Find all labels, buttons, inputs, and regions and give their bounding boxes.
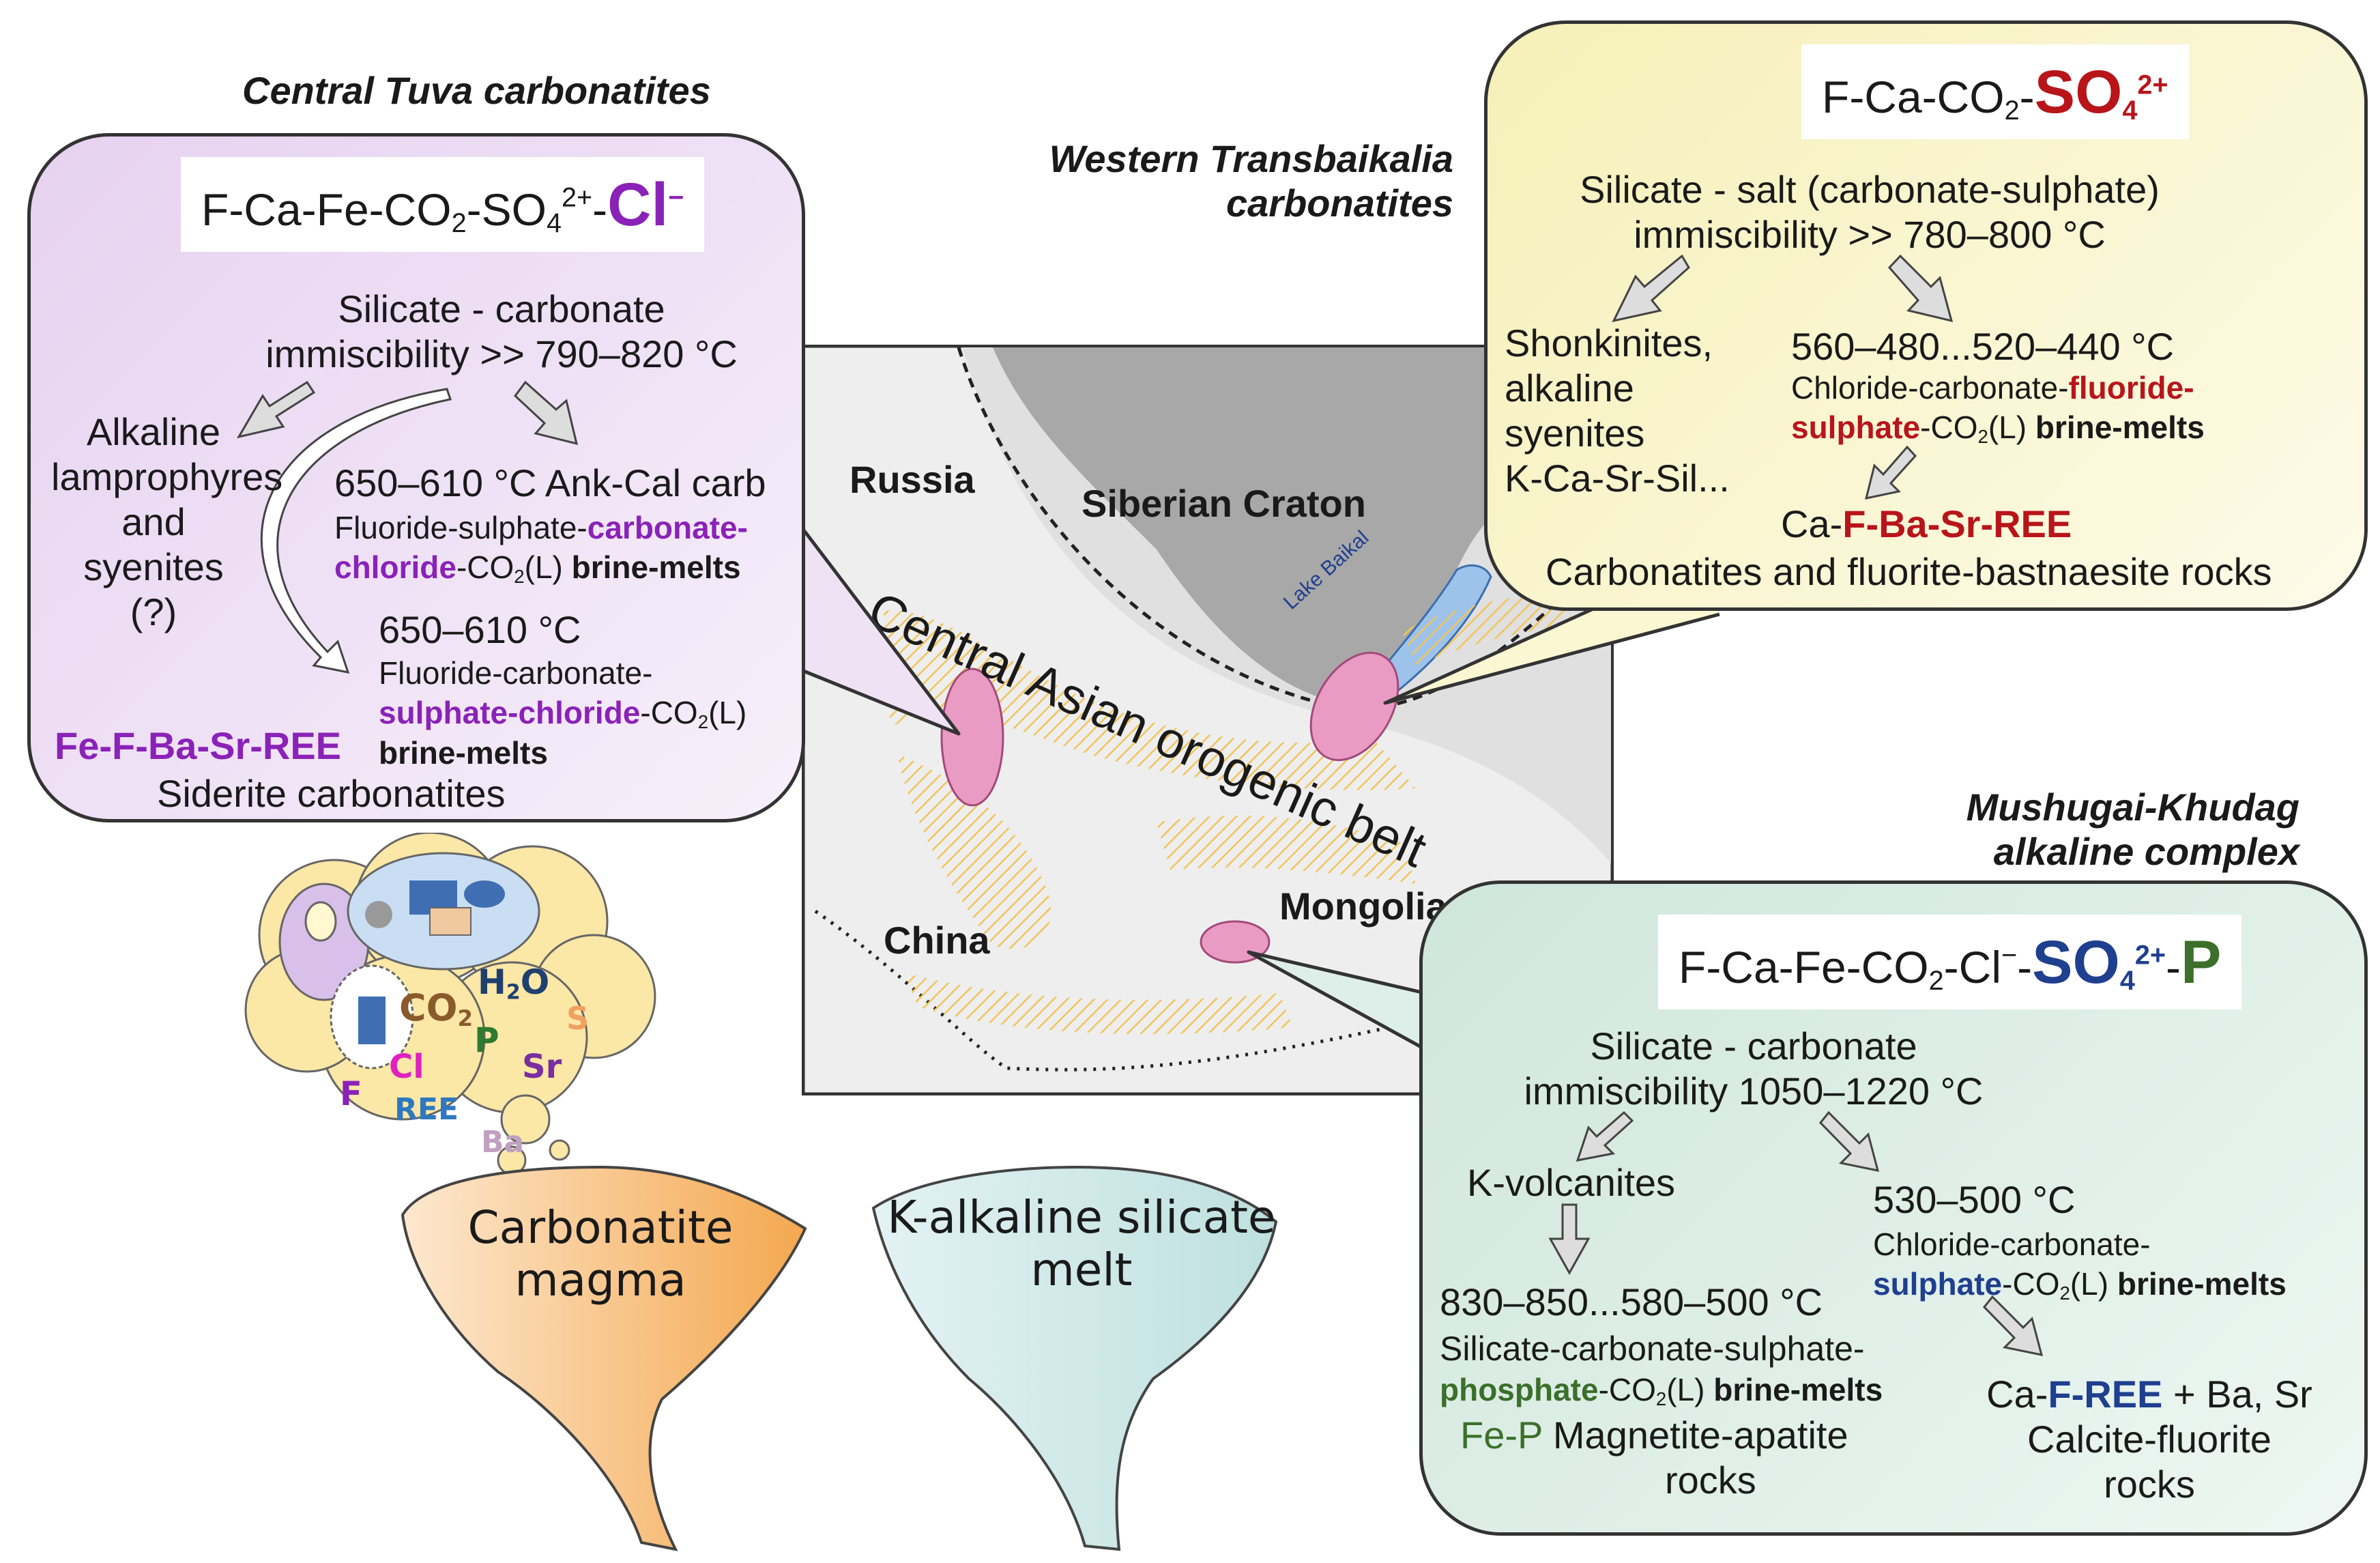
mushugai-left-desc: Silicate-carbonate-sulphate- phosphate-C… [1440,1330,1883,1409]
tuva-mid-desc: Fluoride-sulphate-carbonate- chloride-CO… [334,510,748,587]
label-china: China [884,919,990,962]
tuva-rock: Siderite carbonatites [157,772,506,815]
silicate-melt-label: K-alkaline silicate melt [887,1191,1276,1296]
tuva-left-branch: Alkaline lamprophyres and syenites (?) [51,410,283,634]
transbaikalia-arrow-right [1887,254,1954,323]
bubble-co2: CO2 [399,986,474,1032]
mushugai-title: Mushugai-Khudag alkaline complex [1966,786,2299,873]
bubble-cl: Cl [389,1048,424,1086]
tuva-formula: F-Ca-Fe-CO2-SO42+-Cl− [181,157,705,252]
transbaikalia-elements: Ca-F-Ba-Sr-REE [1781,502,2072,545]
mushugai-right-temp: 530–500 °C [1873,1178,2076,1221]
mushugai-left-rock: Fe-P Magnetite-apatite rocks [1460,1414,1848,1502]
transbaikalia-left-branch: Shonkinites, alkaline syenites K-Ca-Sr-S… [1505,321,1730,500]
tuva-elements: Fe-F-Ba-Sr-REE [55,724,342,767]
transbaikalia-title: Western Transbaikalia carbonatites [1049,137,1453,225]
mushugai-right-desc: Chloride-carbonate- sulphate-CO2(L) brin… [1873,1227,2287,1304]
transbaikalia-right-desc: Chloride-carbonate-fluoride- sulphate-CO… [1791,370,2205,447]
tuva-low-temp: 650–610 °C [379,608,581,651]
tuva-arrow-right [513,380,579,446]
transbaikalia-arrow-left [1612,254,1690,323]
mushugai-arrow-down-right [1982,1295,2044,1356]
tuva-immiscibility: Silicate - carbonate immiscibility >> 79… [265,287,738,376]
siberian-craton-area [993,347,1611,706]
bubble-ba: Ba [481,1125,525,1160]
transbaikalia-right-temp: 560–480...520–440 °C [1791,325,2175,368]
bubble-ree: REE [394,1092,459,1127]
bubble-h2o: H2O [478,962,550,1005]
thought-bubble [244,833,656,1175]
mushugai-arrow-left [1576,1110,1634,1162]
mushugai-formula: F-Ca-Fe-CO2-Cl−-SO42+-P [1658,915,2242,1009]
mushugai-arrow-down-left [1548,1203,1591,1276]
belt-hatch-4 [904,973,1293,1034]
mushugai-right-rock: Ca-F-REE + Ba, Sr Calcite-fluorite rocks [1986,1373,2312,1506]
china-boundary [814,909,1612,1072]
label-siberian-craton: Siberian Craton [1082,482,1366,525]
tuva-title: Central Tuva carbonatites [242,69,711,112]
map-panel: Russia Siberian Craton Lake Baikal Centr… [801,344,1614,1096]
map-svg [801,344,1614,1096]
tuva-arrow-curved [261,388,452,674]
belt-hatch-2 [897,754,1051,949]
tuva-mid-temp: 650–610 °C Ank-Cal carb [334,461,766,504]
bubble-f: F [340,1075,362,1113]
transbaikalia-arrows [1612,254,1954,500]
belt-hatch-3 [1157,816,1416,884]
transbaikalia-rock: Carbonatites and fluorite-bastnaesite ro… [1545,550,2272,593]
tuva-arrows [236,380,579,674]
mushugai-arrow-right [1818,1110,1880,1172]
funnels [401,1165,1278,1551]
mushugai-left-branch: K-volcanites [1467,1161,1676,1204]
tuva-low-desc: Fluoride-carbonate- sulphate-chloride-CO… [379,655,747,771]
mushugai-left-temp: 830–850...580–500 °C [1440,1280,1823,1323]
label-mongolia: Mongolia [1279,885,1447,928]
bubble-p: P [474,1020,499,1060]
mushugai-arrows [1548,1110,2044,1356]
carbonatite-magma-label: Carbonatite magma [467,1201,734,1306]
bubble-sr: Sr [522,1048,562,1086]
carbonatite-funnel [401,1165,807,1551]
bubble-s: S [566,1000,590,1037]
mushugai-immiscibility: Silicate - carbonate immiscibility 1050–… [1524,1024,1984,1113]
mushugai-region [1200,920,1271,964]
transbaikalia-arrow-down [1864,445,1917,500]
silicate-funnel [871,1165,1278,1551]
transbaikalia-formula: F-Ca-CO2-SO42+ [1801,44,2189,139]
transbaikalia-immiscibility: Silicate - salt (carbonate-sulphate) imm… [1580,168,2160,257]
belt-hatch-1 [884,610,1416,790]
tuva-arrow-left [236,380,316,439]
label-russia: Russia [850,458,975,501]
